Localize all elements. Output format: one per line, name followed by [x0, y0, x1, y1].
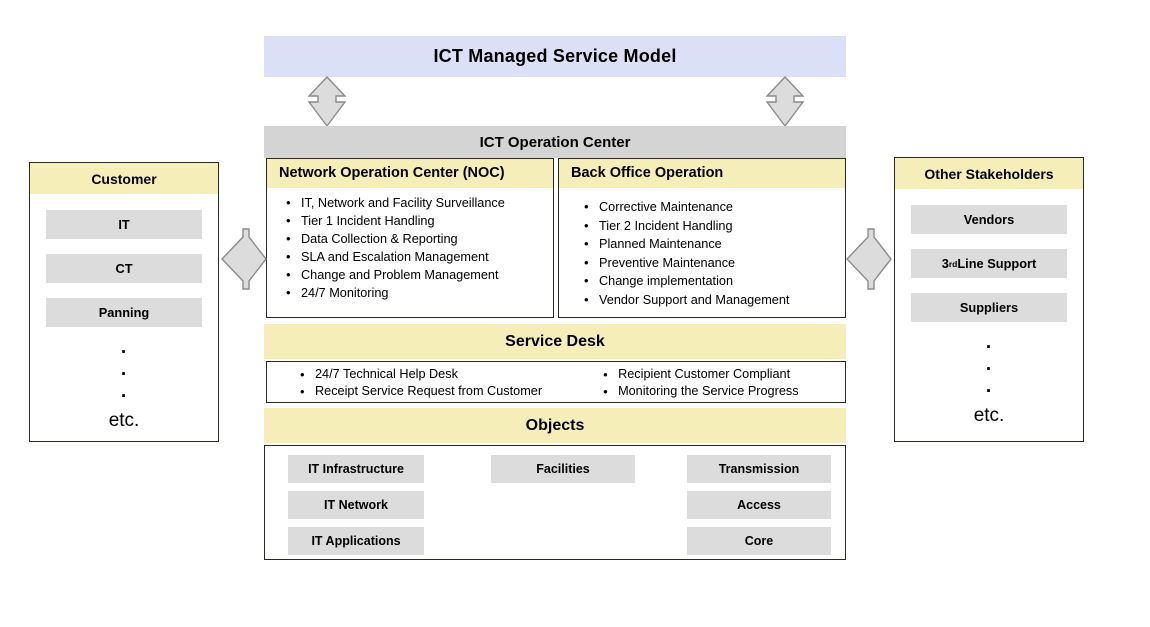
- service-desk-body: 24/7 Technical Help Desk Receipt Service…: [266, 361, 846, 403]
- list-item: Tier 2 Incident Handling: [584, 217, 835, 236]
- list-item: Tier 1 Incident Handling: [286, 212, 543, 230]
- list-item: 24/7 Monitoring: [286, 284, 543, 302]
- list-item: Corrective Maintenance: [584, 198, 835, 217]
- list-item: Planned Maintenance: [584, 235, 835, 254]
- list-item: 24/7 Technical Help Desk: [300, 366, 542, 383]
- object-chip: Facilities: [491, 455, 635, 483]
- object-chip: Transmission: [687, 455, 831, 483]
- vertical-double-arrow-icon-right: [756, 76, 814, 128]
- objects-body: IT Infrastructure IT Network IT Applicat…: [264, 445, 846, 560]
- list-item: Change and Problem Management: [286, 266, 543, 284]
- object-chip: IT Applications: [288, 527, 424, 555]
- objects-column-3: Transmission Access Core: [687, 455, 831, 555]
- list-item: Change implementation: [584, 272, 835, 291]
- object-chip: Access: [687, 491, 831, 519]
- stakeholders-header: Other Stakeholders: [895, 158, 1083, 189]
- customer-header: Customer: [30, 163, 218, 194]
- object-chip: Core: [687, 527, 831, 555]
- list-item: SLA and Escalation Management: [286, 248, 543, 266]
- list-item: Receipt Service Request from Customer: [300, 383, 542, 400]
- customer-body: IT CT Panning ··· etc.: [30, 194, 218, 432]
- list-item: Monitoring the Service Progress: [603, 383, 845, 400]
- stakeholder-chip-vendors: Vendors: [911, 205, 1067, 234]
- horizontal-double-arrow-icon-left: [221, 228, 267, 290]
- customer-chip: Panning: [46, 298, 202, 327]
- object-chip: IT Infrastructure: [288, 455, 424, 483]
- list-item: IT, Network and Facility Surveillance: [286, 194, 543, 212]
- back-office-list: Corrective Maintenance Tier 2 Incident H…: [579, 198, 835, 309]
- object-chip: IT Network: [288, 491, 424, 519]
- noc-list: IT, Network and Facility Surveillance Ti…: [281, 194, 543, 302]
- back-office-body: Corrective Maintenance Tier 2 Incident H…: [559, 188, 845, 317]
- third-line-suffix: Line Support: [957, 256, 1037, 271]
- vertical-double-arrow-icon-left: [298, 76, 356, 128]
- third-line-ordinal: rd: [948, 258, 958, 269]
- back-office-title: Back Office Operation: [559, 159, 845, 188]
- customer-chip: IT: [46, 210, 202, 239]
- noc-body: IT, Network and Facility Surveillance Ti…: [267, 188, 553, 310]
- stakeholders-ellipsis: ···: [985, 337, 993, 402]
- list-item: Recipient Customer Compliant: [603, 366, 845, 383]
- back-office-operation-panel: Back Office Operation Corrective Mainten…: [558, 158, 846, 318]
- horizontal-double-arrow-icon-right: [846, 228, 892, 290]
- page-title: ICT Managed Service Model: [264, 36, 846, 77]
- customer-chip: CT: [46, 254, 202, 283]
- objects-column-1: IT Infrastructure IT Network IT Applicat…: [288, 455, 424, 555]
- objects-header: Objects: [264, 408, 846, 443]
- service-desk-left-column: 24/7 Technical Help Desk Receipt Service…: [267, 362, 542, 402]
- stakeholders-etc: etc.: [973, 405, 1005, 426]
- stakeholder-chip-suppliers: Suppliers: [911, 293, 1067, 322]
- list-item: Preventive Maintenance: [584, 254, 835, 273]
- customer-panel: Customer IT CT Panning ··· etc.: [29, 162, 219, 442]
- customer-etc: etc.: [108, 410, 140, 431]
- service-desk-left-list: 24/7 Technical Help Desk Receipt Service…: [295, 366, 542, 400]
- third-line-prefix: 3: [941, 256, 949, 271]
- service-desk-right-column: Recipient Customer Compliant Monitoring …: [542, 362, 845, 402]
- service-desk-header: Service Desk: [264, 324, 846, 359]
- ict-operation-center-header: ICT Operation Center: [264, 126, 846, 158]
- network-operation-center-panel: Network Operation Center (NOC) IT, Netwo…: [266, 158, 554, 318]
- list-item: Vendor Support and Management: [584, 291, 835, 310]
- noc-title: Network Operation Center (NOC): [267, 159, 553, 188]
- service-desk-right-list: Recipient Customer Compliant Monitoring …: [598, 366, 845, 400]
- customer-ellipsis: ···: [120, 342, 128, 407]
- objects-column-2: Facilities: [491, 455, 635, 483]
- list-item: Data Collection & Reporting: [286, 230, 543, 248]
